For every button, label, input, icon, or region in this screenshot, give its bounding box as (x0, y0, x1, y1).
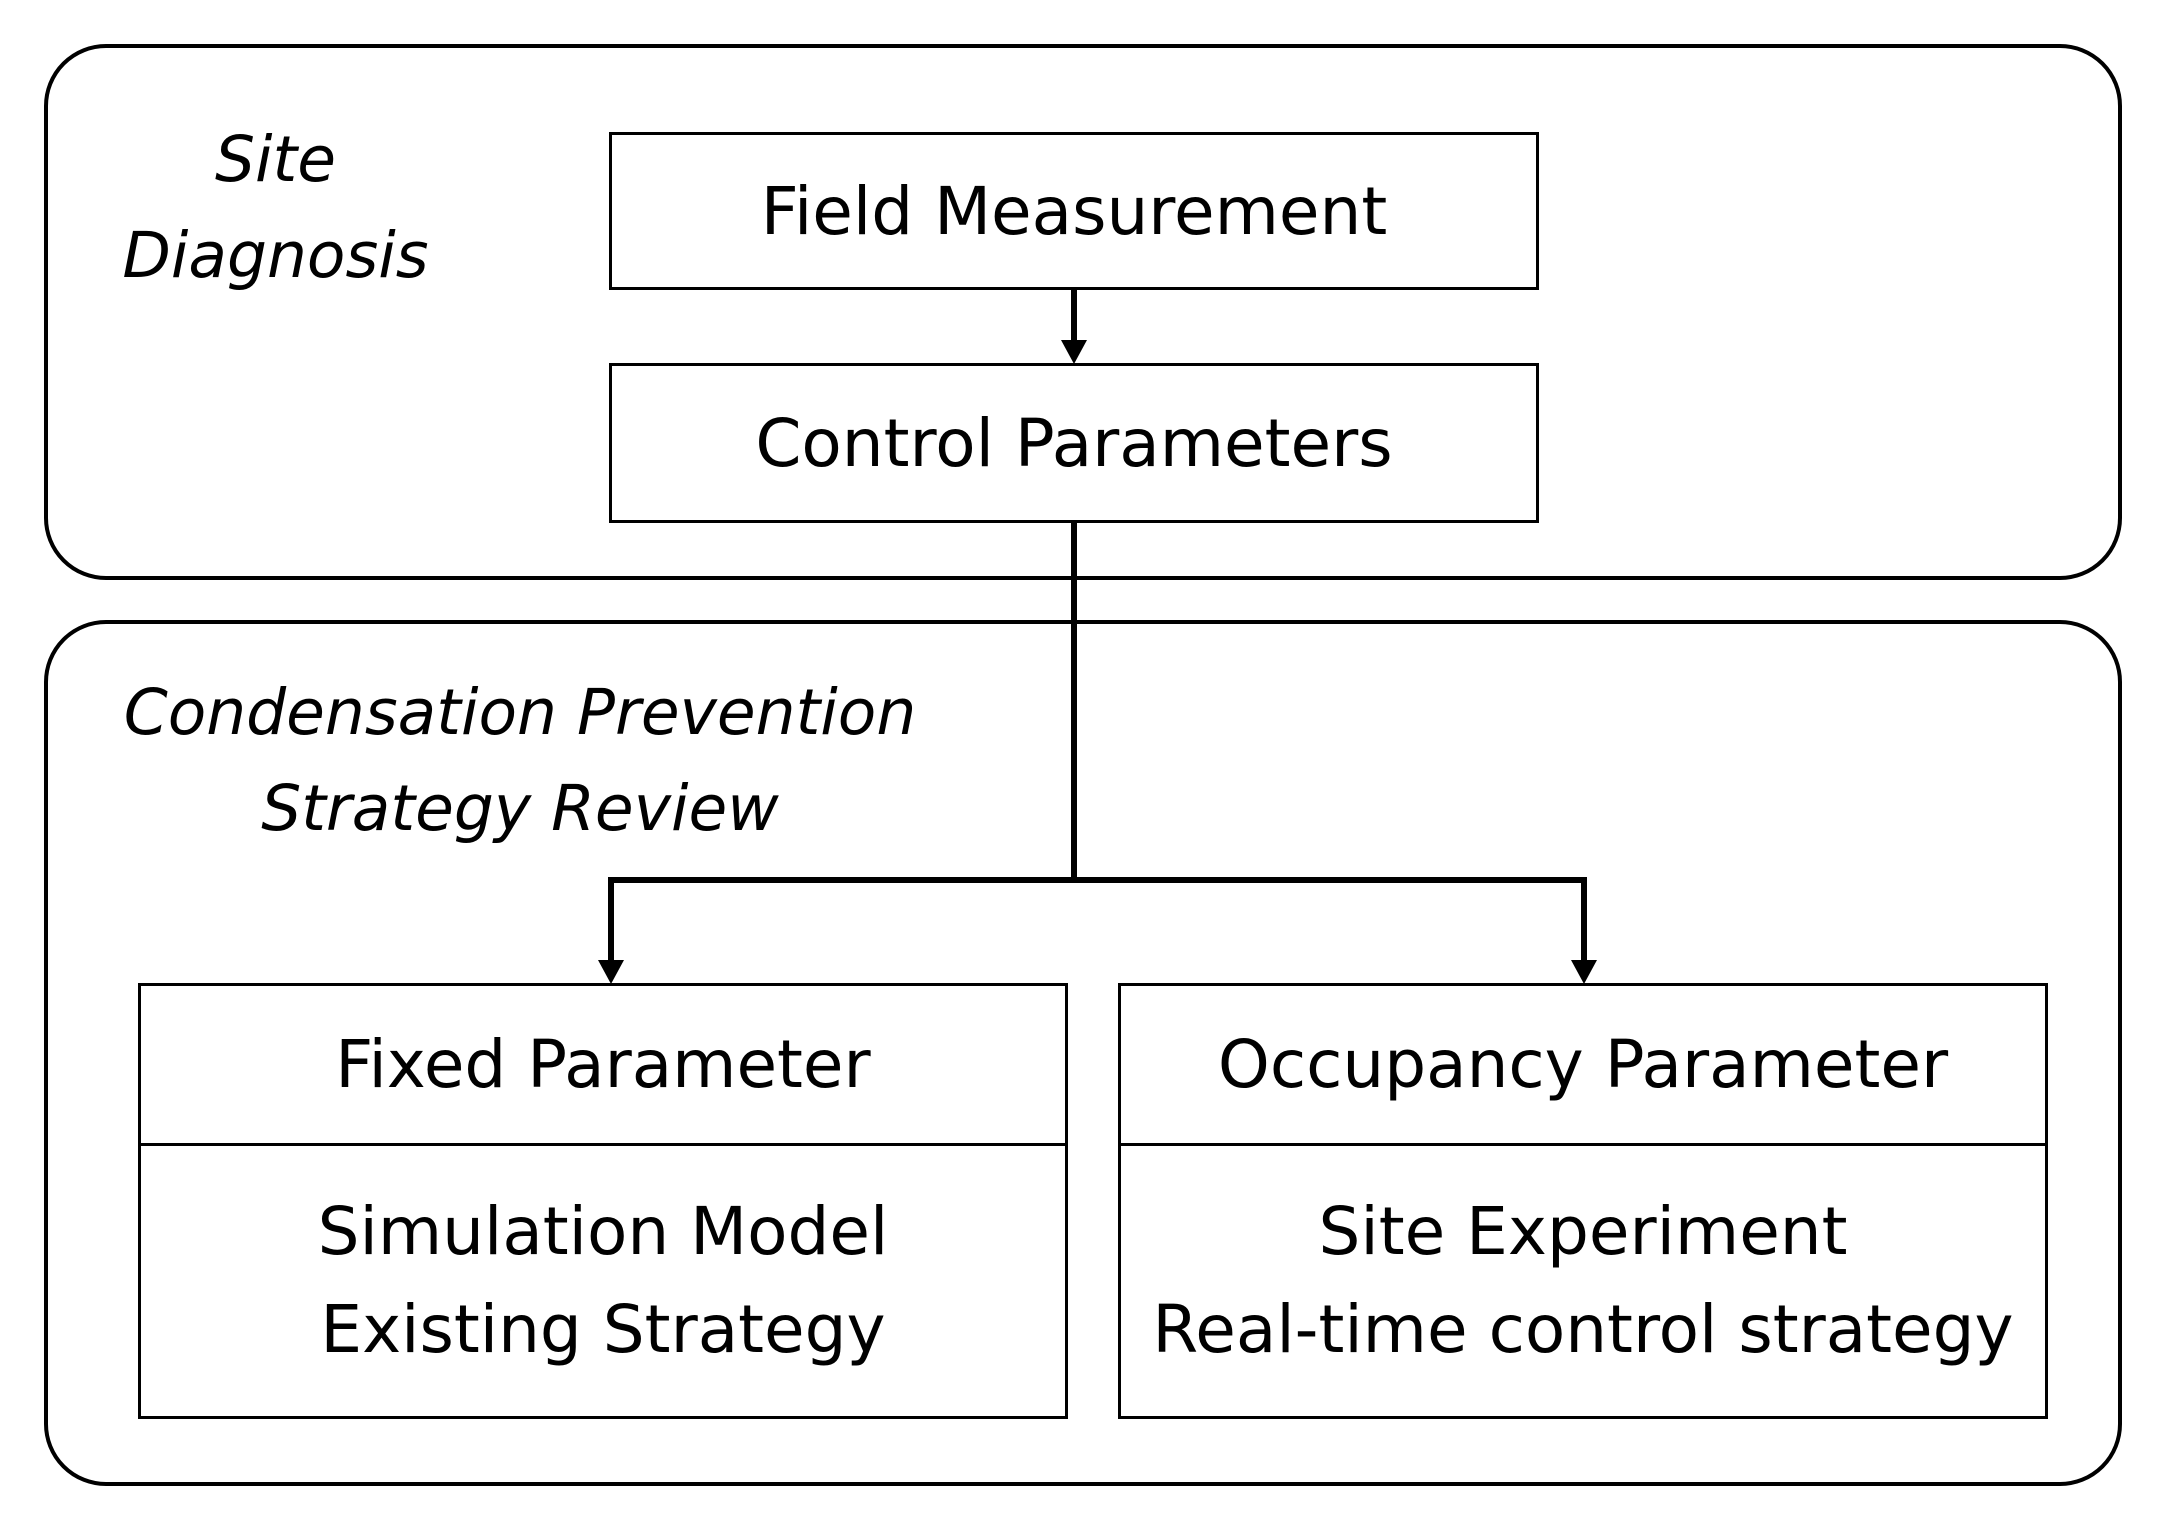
condensation-prevention-title-line2: Strategy Review (261, 772, 779, 845)
occupancy-parameter-line2: Real-time control strategy (1152, 1291, 2014, 1368)
fixed-parameter-line2: Existing Strategy (320, 1291, 886, 1368)
control-parameters-label: Control Parameters (755, 404, 1393, 482)
condensation-prevention-title: Condensation Prevention Strategy Review (70, 665, 970, 857)
field-measurement-label: Field Measurement (760, 172, 1388, 250)
fixed-parameter-header: Fixed Parameter (141, 986, 1065, 1146)
fixed-parameter-body: Simulation Model Existing Strategy (141, 1146, 1065, 1416)
occupancy-parameter-line1: Site Experiment (1318, 1193, 1848, 1270)
fixed-parameter-line1: Simulation Model (317, 1193, 889, 1270)
control-parameters-box: Control Parameters (609, 363, 1539, 523)
occupancy-parameter-header: Occupancy Parameter (1121, 986, 2045, 1146)
field-measurement-box: Field Measurement (609, 132, 1539, 290)
occupancy-parameter-header-label: Occupancy Parameter (1217, 1026, 1949, 1103)
site-diagnosis-title: Site Diagnosis (78, 112, 473, 304)
site-diagnosis-title-line2: Diagnosis (122, 219, 429, 292)
condensation-prevention-title-line1: Condensation Prevention (123, 676, 917, 749)
fixed-parameter-header-label: Fixed Parameter (335, 1026, 871, 1103)
fixed-parameter-box: Fixed Parameter Simulation Model Existin… (138, 983, 1068, 1419)
site-diagnosis-title-line1: Site (215, 123, 336, 196)
occupancy-parameter-box: Occupancy Parameter Site Experiment Real… (1118, 983, 2048, 1419)
occupancy-parameter-body: Site Experiment Real-time control strate… (1121, 1146, 2045, 1416)
